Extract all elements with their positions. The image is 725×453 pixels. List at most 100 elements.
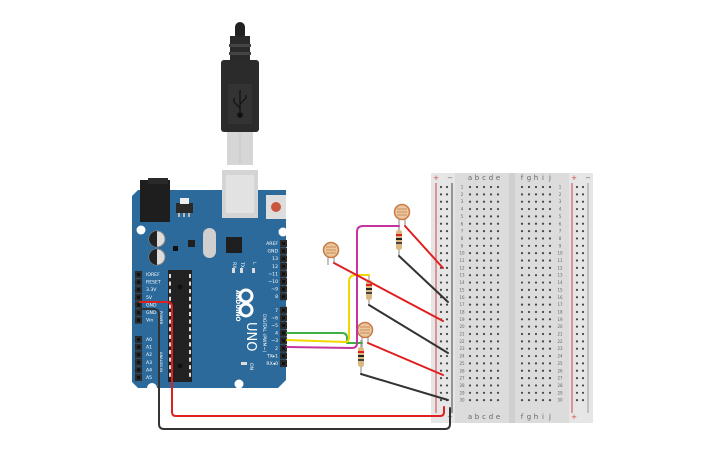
- breadboard-hole[interactable]: [489, 274, 493, 277]
- rail-hole[interactable]: [581, 274, 585, 277]
- breadboard-hole[interactable]: [548, 296, 552, 299]
- breadboard-hole[interactable]: [520, 399, 524, 402]
- rail-hole[interactable]: [445, 391, 449, 394]
- wire-ground-r3[interactable]: [360, 373, 449, 401]
- breadboard-hole[interactable]: [520, 193, 524, 196]
- breadboard-hole[interactable]: [475, 200, 479, 203]
- breadboard-hole[interactable]: [496, 391, 500, 394]
- breadboard-hole[interactable]: [475, 288, 479, 291]
- rail-hole[interactable]: [445, 347, 449, 350]
- header-pin-digital[interactable]: ~10: [268, 278, 287, 285]
- rail-hole[interactable]: [575, 318, 579, 321]
- breadboard-hole[interactable]: [482, 384, 486, 387]
- breadboard-hole[interactable]: [475, 252, 479, 255]
- rail-hole[interactable]: [575, 347, 579, 350]
- breadboard-hole[interactable]: [527, 354, 531, 358]
- rail-hole[interactable]: [439, 274, 443, 277]
- rail-hole[interactable]: [581, 303, 585, 306]
- rail-hole[interactable]: [445, 369, 449, 372]
- breadboard-hole[interactable]: [541, 310, 545, 314]
- rail-hole[interactable]: [445, 222, 449, 225]
- rail-hole[interactable]: [445, 207, 449, 211]
- rail-hole[interactable]: [439, 252, 443, 255]
- wire-signal-magenta[interactable]: [286, 225, 400, 349]
- header-pin-power[interactable]: GND: [135, 309, 157, 316]
- breadboard-hole[interactable]: [468, 222, 472, 225]
- rail-hole[interactable]: [445, 237, 449, 240]
- breadboard-hole[interactable]: [468, 347, 472, 350]
- breadboard-hole[interactable]: [548, 288, 552, 291]
- breadboard-hole[interactable]: [482, 296, 486, 299]
- breadboard-hole[interactable]: [527, 347, 531, 350]
- breadboard-hole[interactable]: [475, 332, 479, 336]
- breadboard-hole[interactable]: [534, 244, 538, 247]
- breadboard-hole[interactable]: [489, 252, 493, 255]
- breadboard-hole[interactable]: [489, 230, 493, 233]
- breadboard-hole[interactable]: [541, 230, 545, 233]
- rail-hole[interactable]: [581, 193, 585, 196]
- rail-hole[interactable]: [575, 237, 579, 240]
- breadboard-hole[interactable]: [527, 325, 531, 328]
- rail-hole[interactable]: [439, 185, 443, 189]
- breadboard-hole[interactable]: [489, 207, 493, 211]
- breadboard-hole[interactable]: [496, 303, 500, 306]
- breadboard-hole[interactable]: [482, 222, 486, 225]
- breadboard-hole[interactable]: [548, 244, 552, 247]
- header-pin-digital[interactable]: ~11: [268, 270, 287, 278]
- breadboard-hole[interactable]: [468, 362, 472, 365]
- breadboard-hole[interactable]: [482, 288, 486, 291]
- rail-hole[interactable]: [581, 281, 585, 284]
- breadboard-hole[interactable]: [475, 340, 479, 343]
- header-pin-power[interactable]: GND: [135, 301, 157, 309]
- rail-hole[interactable]: [439, 237, 443, 240]
- breadboard-hole[interactable]: [482, 369, 486, 372]
- breadboard-hole[interactable]: [489, 244, 493, 247]
- breadboard-hole[interactable]: [527, 185, 531, 189]
- rail-hole[interactable]: [575, 222, 579, 225]
- header-pin-digital[interactable]: 12: [272, 262, 287, 270]
- breadboard-hole[interactable]: [489, 318, 493, 321]
- breadboard-hole[interactable]: [534, 281, 538, 284]
- rail-hole[interactable]: [439, 377, 443, 380]
- breadboard-hole[interactable]: [468, 340, 472, 343]
- breadboard-hole[interactable]: [541, 332, 545, 336]
- breadboard-hole[interactable]: [489, 369, 493, 372]
- breadboard-hole[interactable]: [541, 244, 545, 247]
- rail-hole[interactable]: [581, 207, 585, 211]
- breadboard-hole[interactable]: [541, 296, 545, 299]
- breadboard-hole[interactable]: [520, 325, 524, 328]
- rail-hole[interactable]: [439, 362, 443, 365]
- breadboard-hole[interactable]: [520, 384, 524, 387]
- rail-hole[interactable]: [575, 354, 579, 358]
- header-pin-analog[interactable]: A0: [135, 336, 152, 343]
- breadboard-hole[interactable]: [496, 259, 500, 262]
- breadboard-hole[interactable]: [468, 266, 472, 269]
- breadboard-hole[interactable]: [541, 274, 545, 277]
- breadboard-hole[interactable]: [520, 332, 524, 336]
- breadboard-hole[interactable]: [468, 377, 472, 380]
- breadboard-hole[interactable]: [475, 399, 479, 402]
- rail-hole[interactable]: [575, 200, 579, 203]
- rail-hole[interactable]: [581, 252, 585, 255]
- breadboard-hole[interactable]: [548, 340, 552, 343]
- breadboard-hole[interactable]: [496, 318, 500, 321]
- breadboard-hole[interactable]: [548, 303, 552, 306]
- rail-hole[interactable]: [581, 318, 585, 321]
- breadboard-hole[interactable]: [482, 362, 486, 365]
- breadboard-hole[interactable]: [541, 303, 545, 306]
- rail-hole[interactable]: [445, 318, 449, 321]
- rail-hole[interactable]: [575, 369, 579, 372]
- breadboard-hole[interactable]: [520, 377, 524, 380]
- rail-hole[interactable]: [581, 185, 585, 189]
- breadboard-hole[interactable]: [489, 296, 493, 299]
- breadboard-hole[interactable]: [496, 230, 500, 233]
- rail-hole[interactable]: [439, 391, 443, 394]
- breadboard-hole[interactable]: [534, 185, 538, 189]
- rail-hole[interactable]: [445, 362, 449, 365]
- wire-ground-r1[interactable]: [398, 255, 449, 303]
- breadboard-hole[interactable]: [520, 207, 524, 211]
- rail-hole[interactable]: [581, 325, 585, 328]
- breadboard-hole[interactable]: [489, 384, 493, 387]
- wire-power-ldr1[interactable]: [404, 225, 444, 269]
- rail-hole[interactable]: [445, 259, 449, 262]
